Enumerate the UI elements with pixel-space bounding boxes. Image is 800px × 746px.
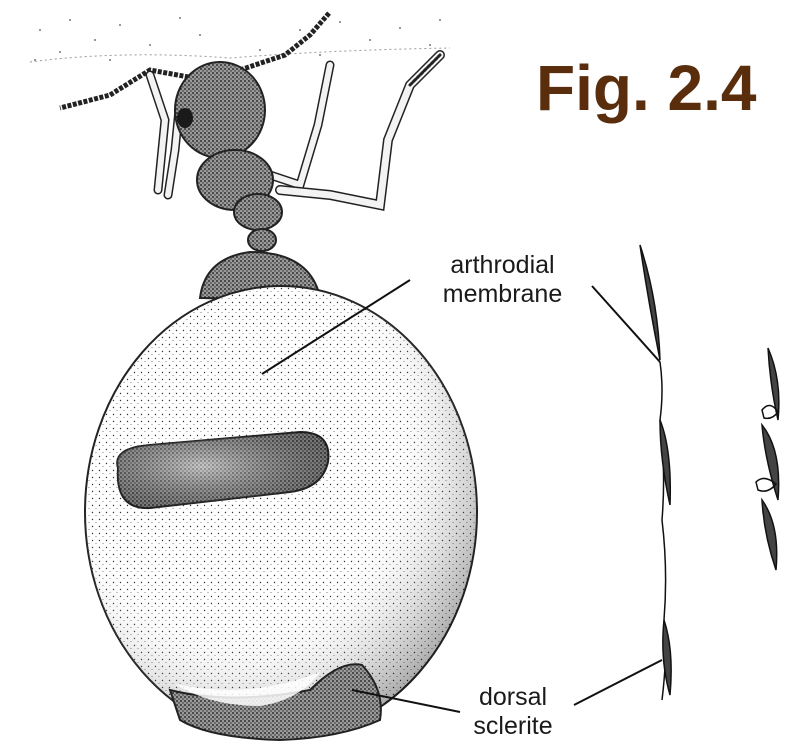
- ant-eye: [177, 108, 193, 128]
- arthrodial-label-line1: arthrodial: [425, 251, 580, 280]
- dorsal-label-line2: sclerite: [458, 712, 568, 741]
- dorsal-leader-line-right: [574, 660, 662, 705]
- figure-title: Fig. 2.4: [536, 48, 757, 128]
- replete-gaster: [85, 286, 477, 738]
- ant-propodeum: [234, 194, 282, 230]
- ant-petiole: [248, 229, 276, 251]
- dorsal-label-line1: dorsal: [458, 683, 568, 712]
- arthrodial-membrane-label: arthrodial membrane: [425, 251, 580, 309]
- ceiling-edge: [30, 48, 450, 62]
- membrane-section-detail: [640, 245, 671, 700]
- dorsal-sclerite-label: dorsal sclerite: [458, 683, 568, 741]
- right-antenna: [240, 12, 330, 70]
- ceiling-texture: [34, 17, 441, 61]
- unstretched-membrane-detail: [756, 348, 779, 570]
- arthrodial-label-line2: membrane: [425, 280, 580, 309]
